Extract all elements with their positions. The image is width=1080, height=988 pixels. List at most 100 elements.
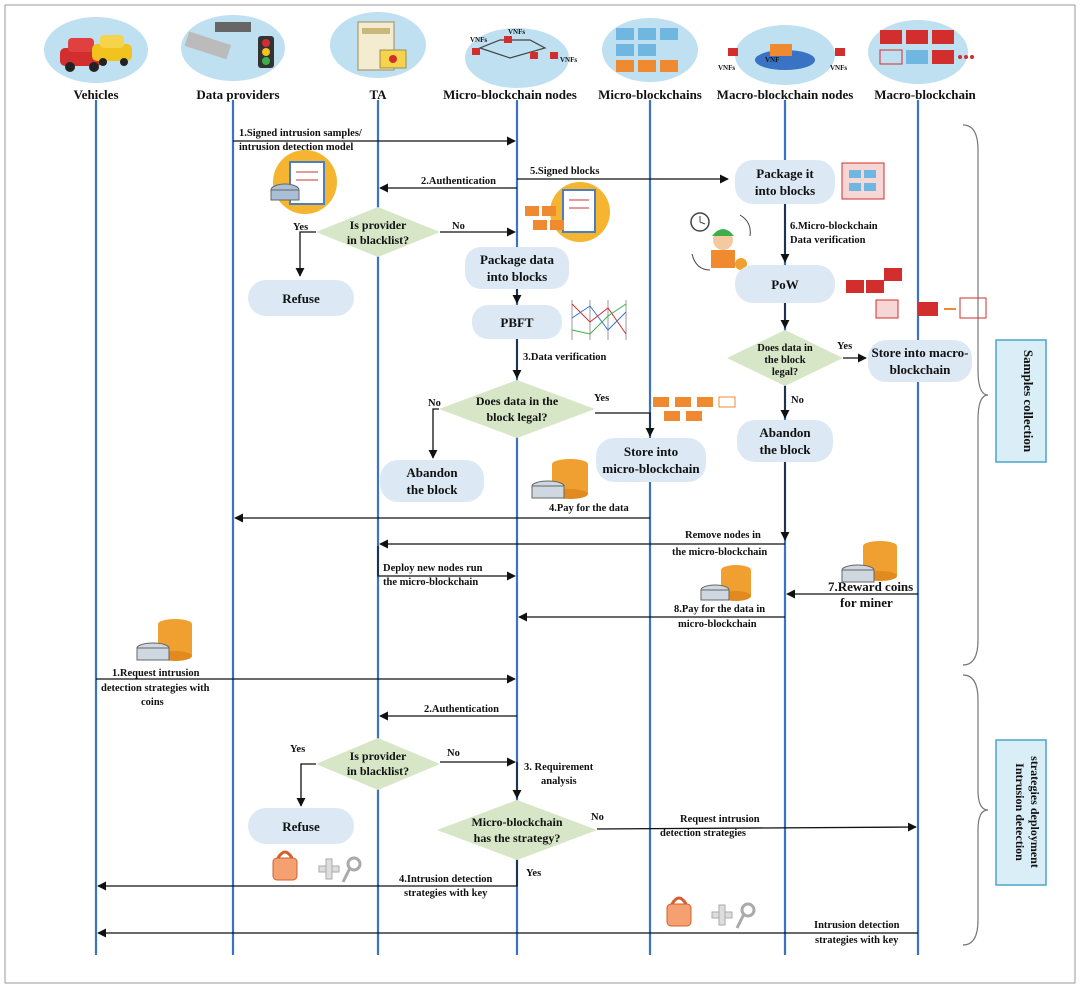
macro-blockchain-icon (868, 20, 974, 84)
macro-blockchain-nodes-icon: VNFs VNF VNFs (718, 25, 847, 85)
package-data-line2: into blocks (487, 269, 547, 284)
abandon-box-1 (380, 460, 484, 502)
auth2-label: 2.Authentication (424, 704, 499, 715)
deploy-label-b: the micro-blockchain (383, 577, 478, 588)
ta-server-icon (330, 12, 426, 78)
package-data-line1: Package data (480, 252, 555, 267)
macro-chain-icon (846, 268, 987, 319)
strategies-key-label-a: 4.Intrusion detection (399, 874, 492, 885)
no-label: No (452, 221, 465, 232)
abandon-box-2 (737, 420, 833, 462)
strategy-decision (437, 800, 597, 860)
macro-block-cube-icon (841, 162, 885, 200)
clipboard-database-icon (270, 150, 337, 214)
lane-title-data-providers: Data providers (196, 87, 279, 102)
step5-label: 5.Signed blocks (530, 166, 599, 177)
step7-label-b: for miner (840, 595, 893, 610)
step8-label-a: 8.Pay for the data in (674, 604, 765, 615)
abandon1-line2: the block (407, 482, 459, 497)
step2-label: 2.Authentication (421, 176, 496, 187)
arrow-deploy-nodes (377, 546, 516, 581)
final-label-a: Intrusion detection (814, 920, 900, 931)
pbft-graph-icon (571, 300, 627, 340)
arrow-blacklist1-yes (295, 231, 316, 277)
final-label-b: strategies with key (815, 935, 899, 946)
strategy-line2: has the strategy? (474, 831, 561, 845)
vehicle-coins-icon (136, 619, 192, 661)
no-label: No (591, 812, 604, 823)
step1-label-b: intrusion detection model (239, 142, 353, 153)
req1-label-c: coins (141, 697, 164, 708)
req-analysis-label-a: 3. Requirement (524, 762, 594, 773)
deployment-label-line2: strategies deployment (1028, 756, 1042, 868)
micro-blockchain-nodes-icon: VNFs VNFs VNFs (465, 28, 577, 88)
step6-label-b: Data verification (790, 235, 866, 246)
req-macro-label-b: detection strategies (660, 828, 746, 839)
req-analysis-label-b: analysis (541, 776, 577, 787)
vehicles-icon (44, 17, 148, 83)
pow-box (735, 265, 835, 303)
legal1-line1: Does data in the (476, 394, 559, 408)
refuse-box-1 (248, 280, 354, 316)
arrow-request-macro (596, 822, 917, 832)
yes-label: Yes (290, 744, 305, 755)
strategy-line1: Micro-blockchain (471, 815, 562, 829)
arrow-blacklist2-yes (296, 763, 316, 807)
samples-collection-label: Samples collection (1021, 350, 1036, 453)
legal2-line3: legal? (772, 367, 798, 378)
blacklist1-line2: in blacklist? (347, 233, 409, 247)
coins-database-icon (531, 459, 588, 499)
no-label: No (791, 395, 804, 406)
micro-chain-blocks-icon (653, 396, 736, 421)
pay-coins-icon (700, 565, 751, 601)
legal-decision-1 (439, 380, 595, 438)
refuse-box-2 (248, 808, 354, 844)
legal2-line2: the block (764, 355, 805, 366)
pbft-label: PBFT (500, 315, 534, 330)
yes-label: Yes (594, 393, 609, 404)
no-label: No (447, 748, 460, 759)
legal1-line2: block legal? (486, 410, 547, 424)
legal2-line1: Does data in (757, 343, 813, 354)
lane-title-micro-chains: Micro-blockchains (598, 87, 702, 102)
abandon2-line1: Abandon (759, 425, 811, 440)
step1-label-a: 1.Signed intrusion samples/ (239, 128, 363, 139)
blacklist2-line2: in blacklist? (347, 764, 409, 778)
blacklist-decision-1 (316, 207, 440, 257)
lane-title-micro-nodes: Micro-blockchain nodes (443, 87, 577, 102)
legal-decision-2 (727, 330, 843, 386)
data-providers-icon (181, 15, 285, 81)
lane-title-macro-nodes: Macro-blockchain nodes (717, 87, 854, 102)
strategies-key-label-b: strategies with key (404, 888, 488, 899)
lane-titles: Vehicles Data providers TA Micro-blockch… (73, 87, 976, 102)
step7-label-a: 7.Reward coins (828, 579, 913, 594)
vnf-label: VNF (765, 56, 779, 64)
blacklist2-line1: Is provider (350, 749, 407, 763)
abandon1-line1: Abandon (406, 465, 458, 480)
frame (4, 4, 1076, 984)
yes-label: Yes (526, 868, 541, 879)
blocks-clipboard-icon (525, 182, 610, 242)
vnfs-label: VNFs (508, 28, 525, 36)
package-it-line2: into blocks (755, 183, 815, 198)
lock-key-icon (272, 850, 362, 883)
step6-label-a: 6.Micro-blockchain (790, 221, 878, 232)
deployment-label-line1: Intrusion detection (1013, 763, 1027, 861)
arrow-legal1-no (428, 408, 439, 459)
step4-label: 4.Pay for the data (549, 503, 629, 514)
refuse1-label: Refuse (282, 291, 320, 306)
refuse2-label: Refuse (282, 819, 320, 834)
step3-label: 3.Data verification (523, 352, 607, 363)
store-micro-box (596, 438, 706, 482)
remove-label-a: Remove nodes in (685, 530, 761, 541)
lane-title-ta: TA (369, 87, 387, 102)
lane-title-vehicles: Vehicles (73, 87, 118, 102)
arrow-strategies-with-key (97, 860, 518, 891)
deploy-label-a: Deploy new nodes run (383, 563, 483, 574)
vnfs-label: VNFs (830, 64, 847, 72)
req1-label-b: detection strategies with (101, 683, 210, 694)
samples-collection-box: Samples collection (995, 339, 1047, 463)
strategies-deployment-box: Intrusion detection strategies deploymen… (995, 739, 1047, 886)
